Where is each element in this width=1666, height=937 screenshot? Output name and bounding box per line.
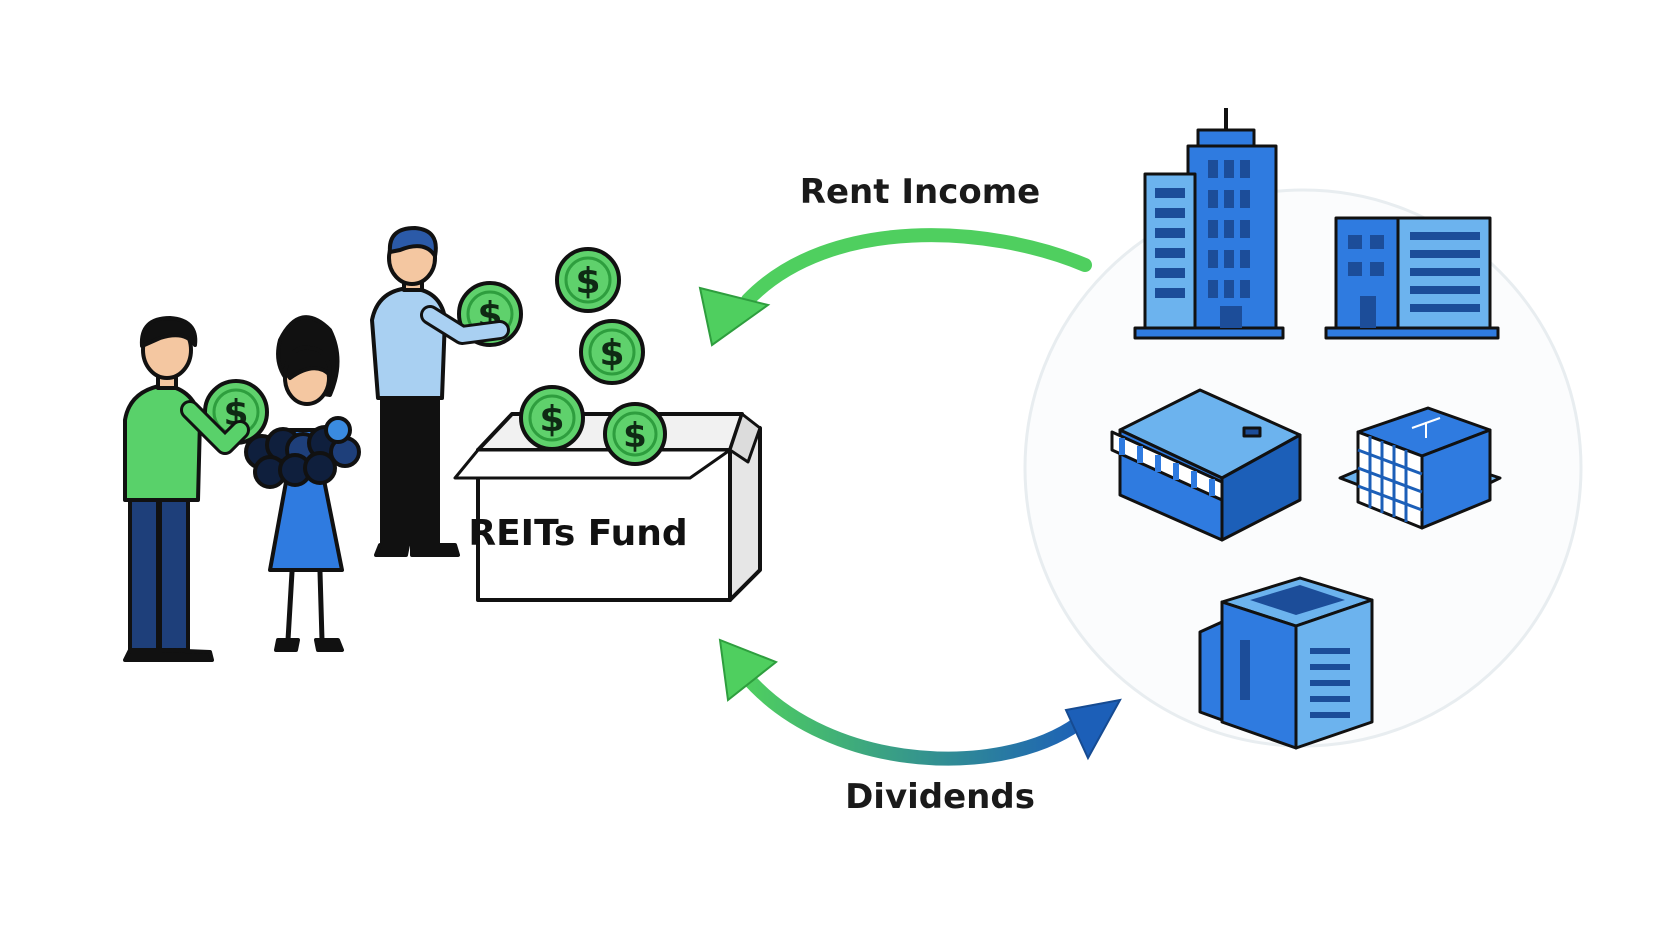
rent-income-arrow	[698, 228, 1092, 347]
rent-income-label: Rent Income	[800, 172, 1040, 212]
data-center-building-icon	[1198, 576, 1374, 750]
dollar-coin-icon: $	[519, 385, 585, 451]
svg-text:$: $	[575, 261, 600, 302]
dividends-arrow	[718, 638, 1122, 766]
dollar-coin-icon: $	[603, 402, 667, 466]
dollar-coin-icon: $	[579, 319, 645, 385]
investor-woman-blue-dress-icon	[244, 315, 361, 652]
office-tower-icon	[1133, 108, 1285, 340]
investor-man-light-shirt-icon	[370, 226, 510, 557]
svg-text:$: $	[623, 416, 647, 456]
retail-store-icon	[1110, 388, 1302, 542]
svg-text:$: $	[599, 333, 624, 374]
dividends-label: Dividends	[845, 777, 1035, 817]
investor-man-green-shirt-icon	[123, 316, 250, 662]
svg-text:$: $	[539, 399, 564, 440]
reits-fund-label: REITs Fund	[468, 513, 687, 554]
dollar-coin-icon: $	[555, 247, 621, 313]
office-building-icon	[1324, 216, 1500, 340]
hotel-building-icon	[1338, 406, 1502, 530]
